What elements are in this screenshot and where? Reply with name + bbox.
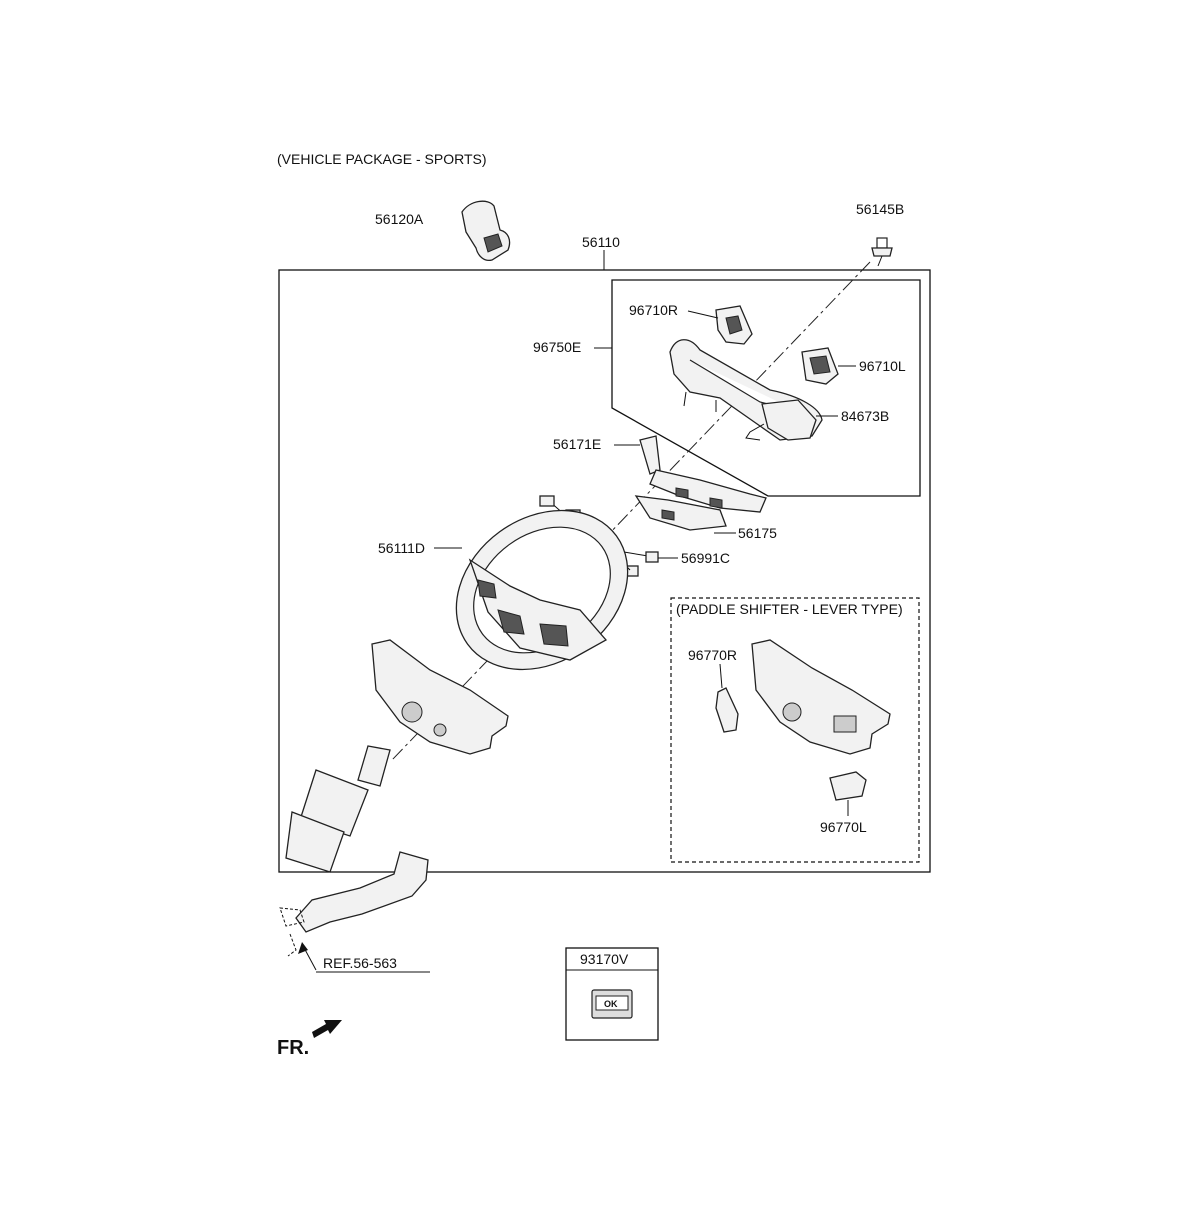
label-96710L: 96710L (859, 358, 906, 374)
label-56991C: 56991C (681, 550, 730, 566)
part-84673B (745, 399, 817, 441)
label-56171E: 56171E (553, 436, 601, 452)
leader-96710R (687, 310, 719, 319)
ref-arrow-icon (298, 942, 308, 954)
label-56145B: 56145B (856, 201, 904, 217)
label-93170V: 93170V (580, 951, 629, 967)
label-56110: 56110 (582, 234, 620, 250)
center-axis-line (391, 261, 871, 761)
ok-switch-icon: OK (591, 989, 633, 1019)
part-93170V-box (565, 947, 659, 1041)
front-label: FR. (277, 1037, 309, 1059)
label-56111D: 56111D (378, 540, 425, 556)
part-56171E-bracket (639, 435, 767, 513)
paddle-shifter-title: (PADDLE SHIFTER - LEVER TYPE) (676, 601, 903, 617)
leader-96770R (719, 663, 723, 689)
switch-subassembly-box (611, 279, 921, 497)
part-96710R-switch (715, 305, 753, 345)
part-56175 (634, 495, 727, 531)
ok-switch-text: OK (604, 999, 618, 1009)
label-96750E: 96750E (533, 339, 581, 355)
part-56120A (461, 200, 511, 262)
label-56175: 56175 (738, 525, 777, 541)
part-back-cover (371, 639, 509, 755)
label-96770R: 96770R (688, 647, 737, 663)
part-steering-column (285, 745, 391, 873)
front-arrow-icon (312, 1020, 342, 1038)
part-paddle-back-cover (751, 639, 891, 755)
part-lower-cover (279, 851, 429, 957)
part-96770L-paddle (829, 771, 867, 801)
part-96770R-paddle (715, 687, 739, 733)
part-56145B-bolt (871, 237, 893, 267)
label-96770L: 96770L (820, 819, 867, 835)
label-84673B: 84673B (841, 408, 889, 424)
ref-label: REF.56-563 (323, 955, 397, 971)
paddle-shifter-box (670, 597, 920, 863)
label-56120A: 56120A (375, 211, 424, 227)
part-96710L-switch (801, 347, 839, 385)
part-56111D-steering-wheel (455, 509, 629, 671)
label-96710R: 96710R (629, 302, 678, 318)
package-title: (VEHICLE PACKAGE - SPORTS) (277, 151, 487, 167)
